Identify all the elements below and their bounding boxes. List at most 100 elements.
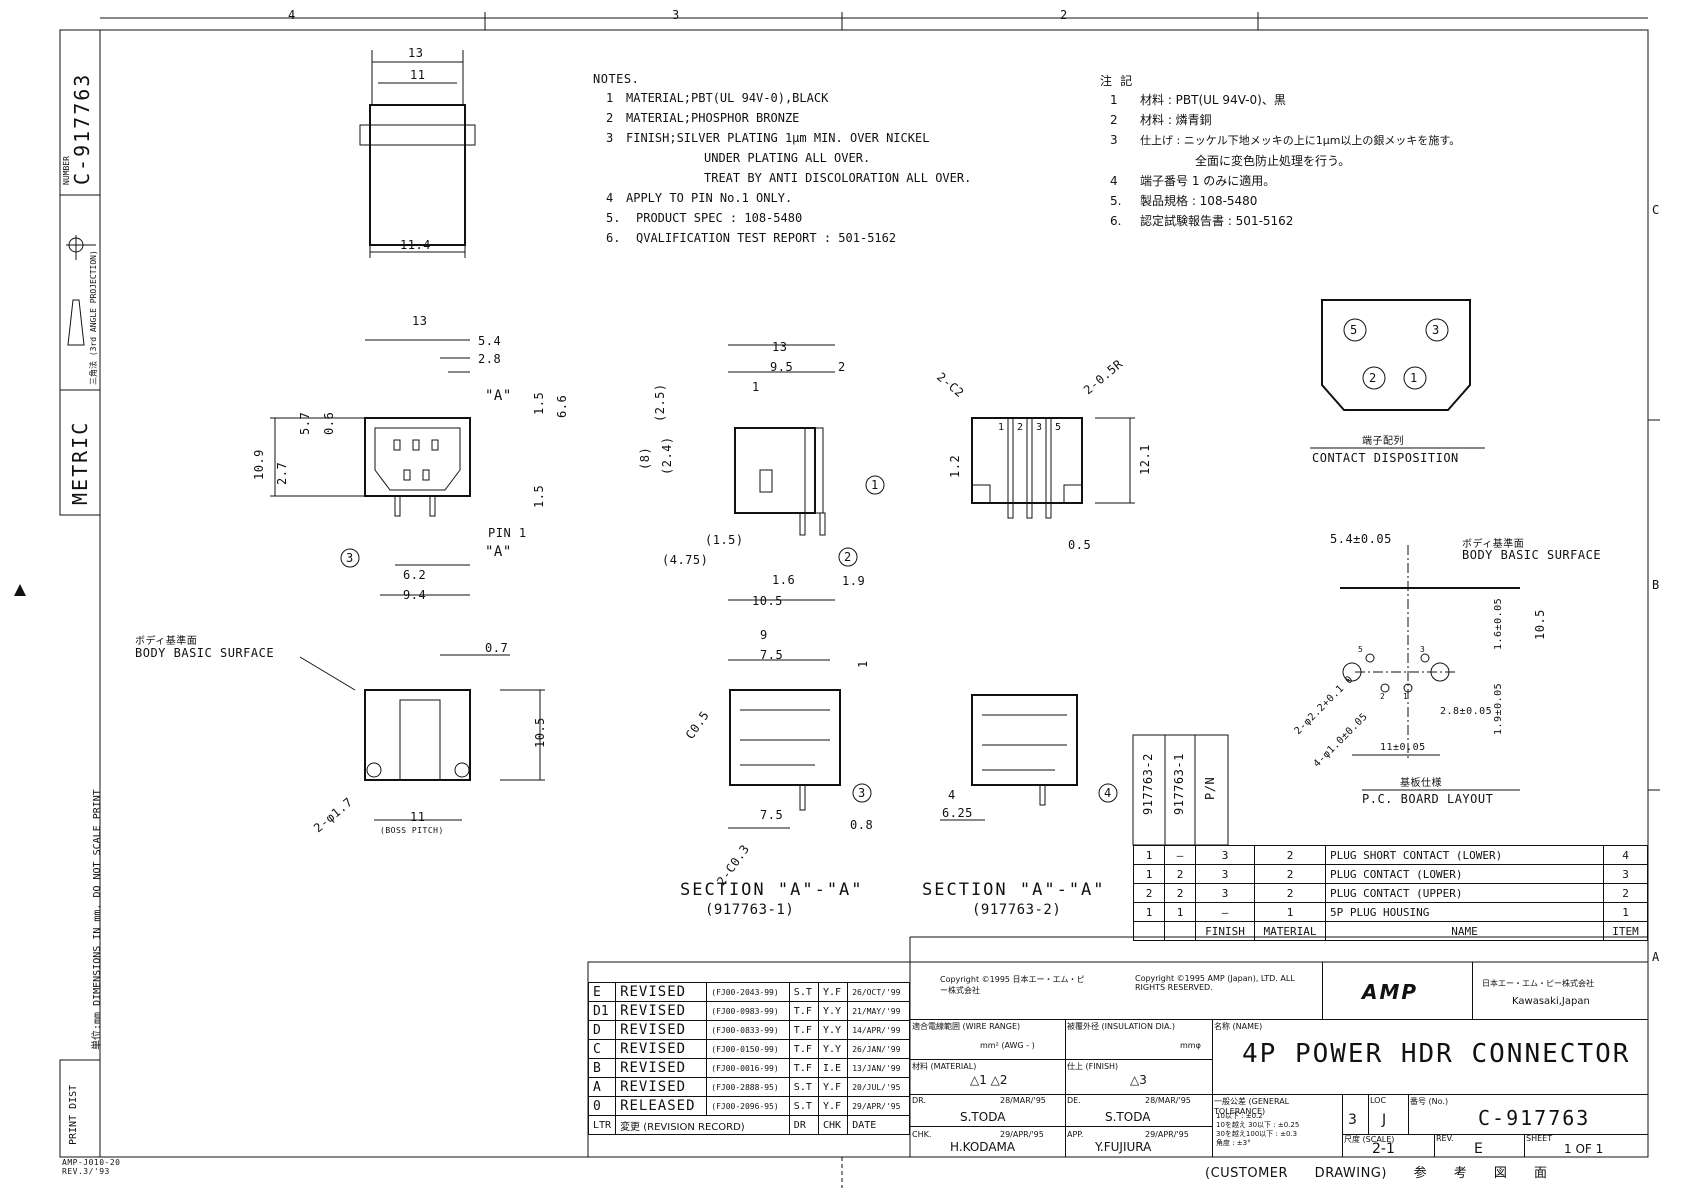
- dim-sec1-9: 9: [760, 628, 768, 642]
- warning-triangle-icon: 2: [1254, 864, 1326, 884]
- dim-sec1-7-5b: 7.5: [760, 808, 784, 822]
- wire-range-label: 適合電線範囲 (WIRE RANGE): [912, 1022, 1021, 1031]
- warning-triangle-icon: 2: [606, 111, 614, 125]
- pcb-dim-11: 11±0.05: [1380, 742, 1426, 753]
- dim-front-10-9: 10.9: [252, 449, 266, 480]
- contact-disposition-label: CONTACT DISPOSITION: [1312, 451, 1459, 465]
- warning-triangle-icon: 3: [606, 131, 614, 145]
- callout-1: 1: [871, 478, 879, 492]
- copyright-cell: Copyright ©1995 日本エー・エム・ピー株式会社 Copyright…: [910, 962, 1323, 1020]
- end-pin-2: 2: [1017, 422, 1024, 433]
- section-1-sub: (917763-1): [705, 902, 795, 918]
- design-label: DE.: [1067, 1096, 1081, 1105]
- dim-front-6-2: 6.2: [403, 568, 427, 582]
- dim-end-12-1: 12.1: [1138, 444, 1152, 475]
- dim-top-13: 13: [408, 46, 424, 60]
- section-2-sub: (917763-2): [972, 902, 1062, 918]
- end-pin-5: 5: [1055, 422, 1062, 433]
- drawing-number: C-917763: [1478, 1106, 1591, 1130]
- warning-triangle-icon: △1 △2: [970, 1073, 1008, 1087]
- company-location: Kawasaki,Japan: [1512, 996, 1590, 1007]
- contact-pin-1: 1: [1410, 371, 1418, 385]
- checked-date: 29/APR/'95: [1000, 1130, 1044, 1139]
- dim-bottom-10-5: 10.5: [533, 717, 547, 748]
- number-field-label: 番号 (No.): [1410, 1097, 1449, 1106]
- finish-label: 仕上 (FINISH): [1067, 1062, 1119, 1071]
- body-surface-jp: ボディ基準面: [135, 636, 198, 647]
- drawn-date: 28/MAR/'95: [1000, 1096, 1046, 1105]
- approved-date: 29/APR/'95: [1145, 1130, 1189, 1139]
- warning-triangle-icon: 3: [1195, 845, 1255, 865]
- warning-triangle-icon: 1: [606, 91, 614, 105]
- part-name: 4P POWER HDR CONNECTOR: [1242, 1039, 1631, 1069]
- contact-disposition-diagram: [1310, 299, 1485, 449]
- pcb-layout-jp: 基板仕様: [1400, 778, 1442, 789]
- sheet-label: SHEET: [1526, 1134, 1553, 1143]
- warning-triangle-icon: 3: [1195, 883, 1255, 903]
- rev-value: E: [1474, 1141, 1483, 1157]
- note-5: 5.PRODUCT SPEC : 108-5480: [606, 211, 803, 225]
- dim-side-2-4: (2.4): [660, 436, 674, 475]
- loc-value: J: [1382, 1112, 1387, 1128]
- pcb-pin-1: 1: [1403, 692, 1409, 701]
- pin-1-label: PIN 1: [488, 526, 527, 540]
- dim-side-2: 2: [838, 360, 846, 374]
- side-view: [728, 344, 885, 601]
- dim-front-5-7: 5.7: [298, 411, 312, 435]
- note-3c: TREAT BY ANTI DISCOLORATION ALL OVER.: [704, 171, 972, 185]
- pcb-dim-2-8: 2.8±0.05: [1440, 706, 1493, 717]
- parts-col-pn: P/N: [1203, 776, 1217, 800]
- print-dist-label: PRINT DIST: [68, 1084, 79, 1145]
- dim-side-1: 1: [752, 380, 760, 394]
- notes-heading: NOTES.: [593, 72, 640, 86]
- tolerance-label: 一般公差 (GENERAL TOLERANCE): [1214, 1097, 1290, 1116]
- name-label: 名称 (NAME): [1214, 1022, 1263, 1031]
- copyright-en: Copyright ©1995 AMP (Japan), LTD. ALL RI…: [1135, 974, 1295, 992]
- dim-sec1-0-8: 0.8: [850, 818, 874, 832]
- copyright-jp: Copyright ©1995 日本エー・エム・ピー株式会社: [940, 975, 1085, 995]
- dim-side-9-5: 9.5: [770, 360, 794, 374]
- tolerance-list: 10以下 : ±0.2 10を越え 30以下 : ±0.25 30を越え100以…: [1216, 1112, 1300, 1147]
- view-a-label-2: "A": [485, 544, 512, 560]
- triangle-4-sec2: 4: [948, 788, 956, 802]
- warning-triangle-icon: 3: [1110, 133, 1118, 147]
- dim-front-6-6: 6.6: [555, 394, 569, 418]
- dim-bottom-11: 11: [410, 810, 426, 824]
- dim-end-1-2: 1.2: [948, 454, 962, 478]
- company-jp: 日本エー・エム・ピー株式会社: [1482, 979, 1594, 988]
- dim-side-2-5: (2.5): [653, 383, 667, 422]
- warning-triangle-icon: 4: [1110, 174, 1118, 188]
- contact-pin-2: 2: [1369, 371, 1377, 385]
- warning-triangle-icon: 3: [1195, 864, 1255, 884]
- section-2-title: SECTION "A"-"A": [922, 880, 1106, 900]
- callout-3-sec1: 3: [858, 786, 866, 800]
- approved-name: Y.FUJIURA: [1095, 1140, 1152, 1154]
- dimensions-note: 単位:mm DIMENSIONS IN mm. DO NOT SCALE PRI…: [92, 789, 103, 1050]
- dim-sec1-1: 1: [856, 660, 870, 668]
- dim-side-1-6: 1.6: [772, 573, 796, 587]
- dim-front-1-5b: 1.5: [532, 484, 546, 508]
- parts-col-917763-2: 917763-2: [1141, 753, 1155, 815]
- checked-label: CHK.: [912, 1130, 932, 1139]
- warning-triangle-icon: 1: [1110, 93, 1118, 107]
- pcb-layout-diagram: [1340, 545, 1520, 791]
- pcb-body-surface-en: BODY BASIC SURFACE: [1462, 548, 1602, 562]
- dim-side-10-5: 10.5: [752, 594, 783, 608]
- drawing-number-side: C-917763: [70, 72, 94, 185]
- title-block: Copyright ©1995 日本エー・エム・ピー株式会社 Copyright…: [910, 962, 1648, 1157]
- boss-pitch-label: (BOSS PITCH): [380, 826, 444, 835]
- note-3b: UNDER PLATING ALL OVER.: [704, 151, 871, 165]
- dim-bottom-0-7: 0.7: [485, 641, 509, 655]
- sheet-size: 3: [1348, 1112, 1357, 1128]
- pcb-pin-3: 3: [1420, 645, 1426, 654]
